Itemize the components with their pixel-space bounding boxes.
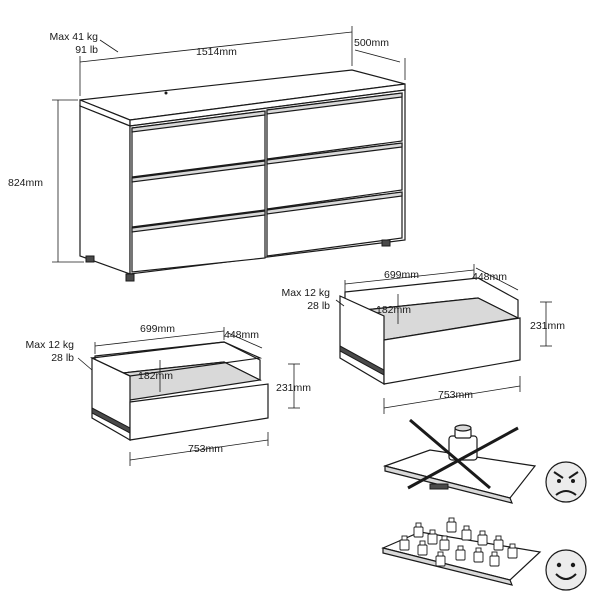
drawer-right-front (383, 317, 521, 385)
dresser-foot (85, 255, 95, 263)
drawer-left-inner-depth: 448mm (224, 329, 259, 341)
drawer-left-outer-width: 753mm (188, 443, 223, 455)
dresser-max-load-kg: Max 41 kg (50, 31, 99, 43)
dresser-max-load-lb: 91 lb (75, 44, 98, 56)
drawer-left-front (129, 383, 269, 441)
drawer-right-inner-height: 182mm (376, 304, 411, 316)
angry-face-icon (545, 461, 587, 503)
drawer-right (339, 277, 521, 386)
dresser-height-label: 824mm (8, 177, 43, 189)
drawer-right-max-load-lb: 28 lb (307, 300, 330, 312)
drawer-right-outer-width: 753mm (438, 389, 473, 401)
dresser-dimensions (52, 26, 406, 263)
drawer-left-dimensions (77, 327, 300, 466)
drawer-left-max-load-lb: 28 lb (51, 352, 74, 364)
smiling-face-icon (545, 549, 587, 591)
dresser-width-label: 1514mm (196, 46, 237, 58)
drawer-left (89, 341, 269, 442)
dresser-depth-label: 500mm (354, 37, 389, 49)
small-weights (399, 517, 518, 567)
drawer-left-inner-width: 699mm (140, 323, 175, 335)
drawer-right-inner-width: 699mm (384, 269, 419, 281)
dresser-foot (381, 239, 391, 247)
drawer-right-outer-height: 231mm (530, 320, 565, 332)
drawer-right-inner-depth: 448mm (472, 271, 507, 283)
drawer-right-dimensions (335, 264, 552, 414)
dresser-side-panel (79, 105, 131, 275)
drawer-left-inner-height: 182mm (138, 370, 173, 382)
drawer-left-max-load-kg: Max 12 kg (26, 339, 75, 351)
drawer-right-max-load-kg: Max 12 kg (282, 287, 331, 299)
dresser-foot (125, 273, 135, 282)
load-guide-wrong (382, 418, 537, 504)
dresser (79, 69, 406, 282)
drawer-left-outer-height: 231mm (276, 382, 311, 394)
load-guide-right (381, 517, 542, 586)
